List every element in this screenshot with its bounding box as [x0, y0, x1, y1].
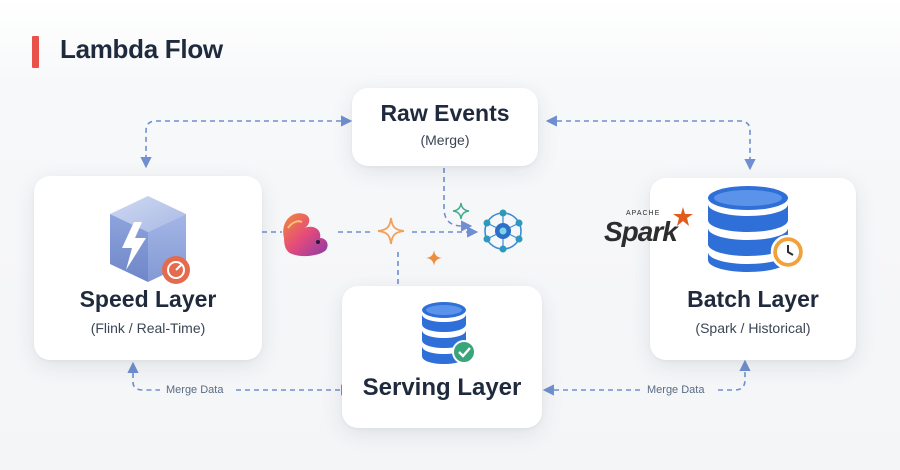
sparkle-small-icon	[426, 250, 442, 266]
batch-layer-title: Batch Layer	[687, 286, 819, 312]
connector-serving-batch-2	[718, 359, 751, 391]
speed-layer-subtitle: (Flink / Real-Time)	[90, 320, 206, 336]
sparkle-green-icon	[452, 202, 470, 220]
serving-layer-card: Serving Layer	[342, 286, 542, 428]
merge-data-label-left: Merge Data	[166, 384, 224, 396]
raw-events-subtitle: (Merge)	[420, 132, 470, 148]
batch-layer-subtitle: (Spark / Historical)	[695, 320, 811, 336]
spark-logo: APACHE Spark	[604, 206, 696, 254]
serving-layer-title: Serving Layer	[362, 374, 522, 401]
speed-layer-title: Speed Layer	[79, 286, 217, 312]
page-title: Lambda Flow	[60, 34, 223, 64]
raw-events-card: Raw Events (Merge)	[352, 88, 538, 166]
title-accent-bar	[32, 36, 39, 68]
flink-squirrel-icon	[278, 208, 334, 260]
sparkle-icon	[376, 216, 406, 246]
merge-data-label-right: Merge Data	[647, 384, 705, 396]
database-clock-icon	[704, 184, 810, 274]
connector-serving-speed	[127, 361, 160, 391]
spark-logo-super: APACHE	[626, 210, 661, 217]
speed-layer-card: Speed Layer (Flink / Real-Time)	[34, 176, 262, 360]
lightning-cube-icon	[100, 192, 196, 288]
connector-raw-hub	[443, 168, 473, 232]
spark-logo-text: Spark	[604, 216, 678, 247]
network-hub-icon	[478, 206, 528, 256]
connector-raw-speed	[140, 115, 353, 169]
database-check-icon	[418, 300, 478, 366]
connector-raw-batch	[545, 115, 756, 171]
raw-events-title: Raw Events	[380, 100, 510, 126]
